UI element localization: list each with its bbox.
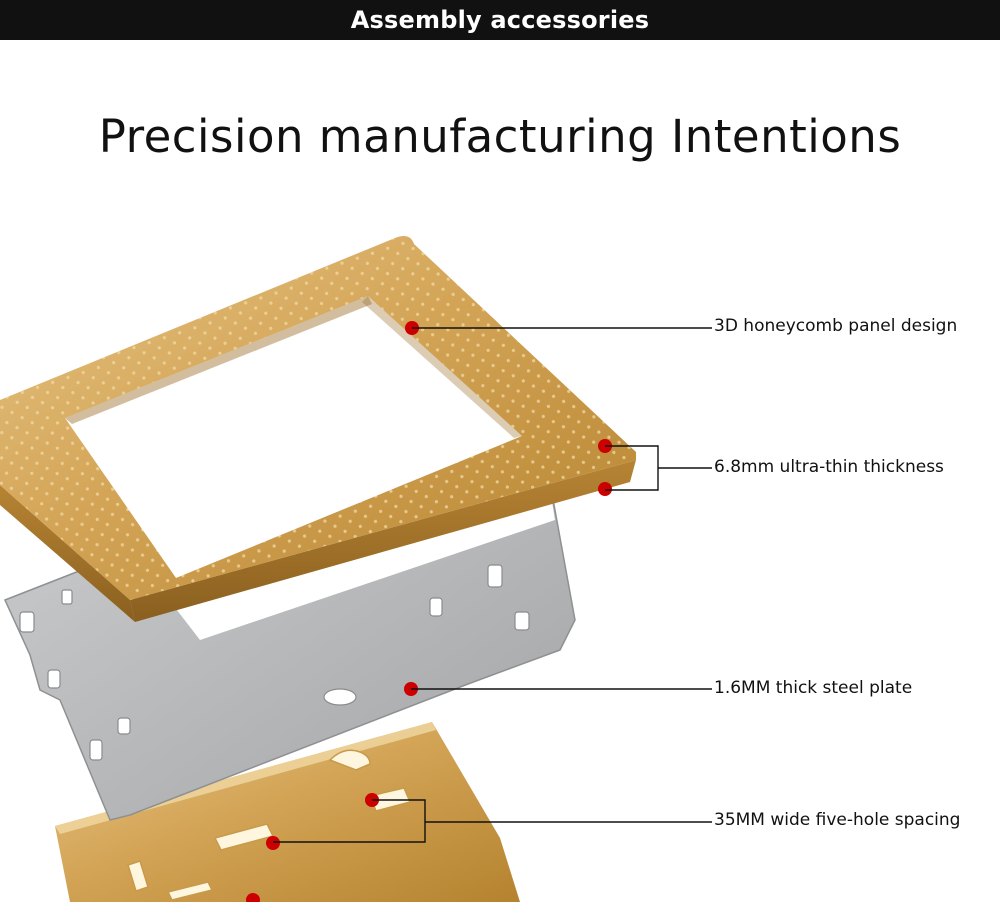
callout-steel-plate xyxy=(404,682,712,696)
callout-thickness xyxy=(598,439,712,496)
callout-3d-honeycomb xyxy=(405,321,712,335)
marker-dot xyxy=(598,482,612,496)
callout-hole-spacing xyxy=(246,793,712,902)
callout-label-honeycomb: 3D honeycomb panel design xyxy=(714,316,958,336)
marker-dot xyxy=(266,836,280,850)
banner-title: Assembly accessories xyxy=(350,6,650,34)
gold-frame-panel xyxy=(0,236,636,622)
marker-dot xyxy=(246,893,260,902)
callout-label-steel-plate: 1.6MM thick steel plate xyxy=(714,678,913,698)
callout-label-thickness: 6.8mm ultra-thin thickness xyxy=(714,457,944,477)
callout-label-hole-spacing: 35MM wide five-hole spacing xyxy=(714,810,961,830)
page-headline: Precision manufacturing Intentions xyxy=(98,110,902,163)
header-banner: Assembly accessories xyxy=(0,0,1000,40)
